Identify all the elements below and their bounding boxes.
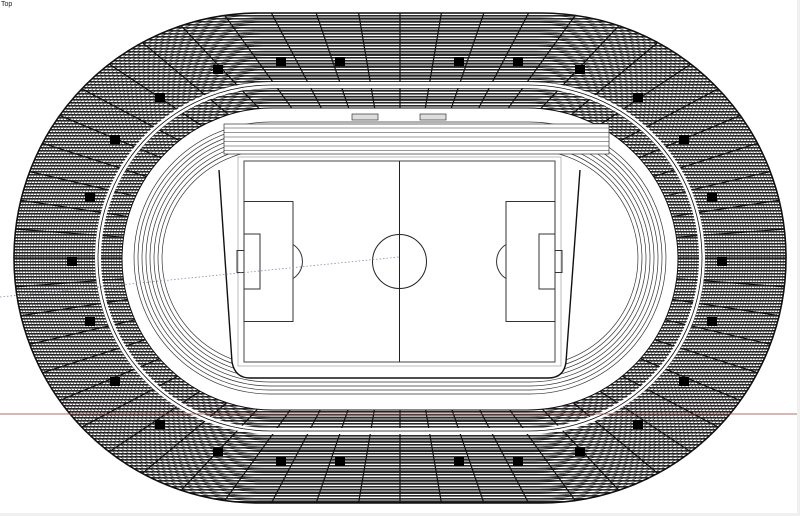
track-lane (133, 121, 667, 395)
center-circle (372, 234, 427, 289)
view-label: Top (1, 1, 13, 8)
stair-core (575, 447, 585, 456)
stair-core (110, 377, 120, 386)
viewport-bottom-border (0, 513, 800, 516)
viewport-right-border (797, 0, 800, 516)
stair-core (67, 257, 77, 266)
stair-core (454, 57, 464, 66)
stair-core (513, 57, 523, 66)
track-lane (137, 125, 663, 391)
stair-core (213, 65, 223, 74)
stair-core (633, 93, 643, 102)
track-lane (141, 129, 659, 387)
dugout (351, 113, 379, 121)
right-goal (554, 250, 563, 273)
stadium-outer-wall (13, 12, 787, 504)
stair-core (276, 457, 286, 466)
right-penalty-arc (496, 244, 507, 279)
stair-core (707, 317, 717, 326)
stair-core (276, 57, 286, 66)
track-straight (223, 123, 610, 155)
stair-core (679, 377, 689, 386)
stair-core (717, 257, 727, 266)
stair-core (679, 135, 689, 144)
stair-core (513, 457, 523, 466)
stair-core (335, 57, 345, 66)
left-penalty-arc (292, 244, 303, 279)
stair-core (454, 457, 464, 466)
stair-core (335, 457, 345, 466)
stair-core (155, 420, 165, 429)
stair-core (110, 135, 120, 144)
stair-core (633, 420, 643, 429)
stair-core (85, 317, 95, 326)
field-surround (237, 156, 562, 367)
track-lane (145, 133, 655, 383)
stair-core (155, 93, 165, 102)
stair-core (575, 65, 585, 74)
stair-core (85, 193, 95, 202)
guide-line (0, 256, 400, 298)
stair-core (213, 447, 223, 456)
stair-core (707, 193, 717, 202)
dugout (419, 113, 447, 121)
